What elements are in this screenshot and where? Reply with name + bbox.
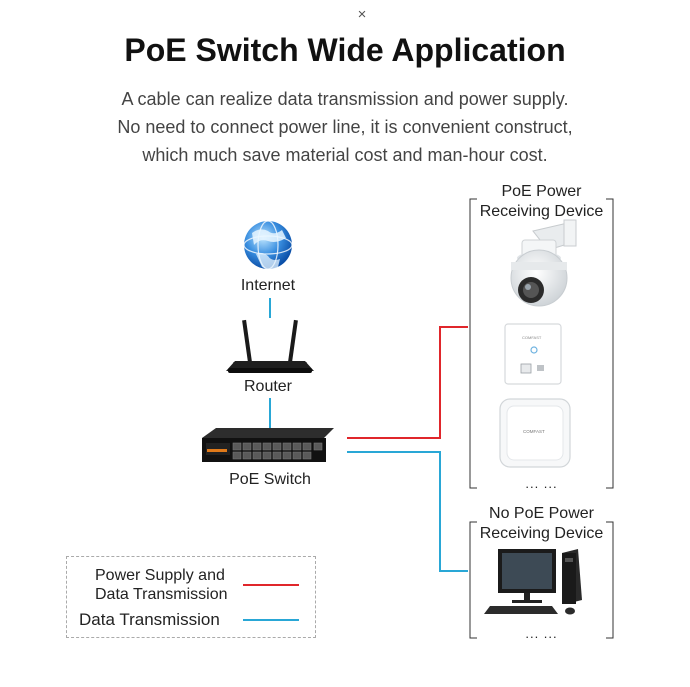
nopoe-group-title-2: Receiving Device (479, 525, 604, 542)
wall-ap-brand: COMFAST (522, 335, 542, 340)
poe-group-title-2: Receiving Device (479, 203, 604, 220)
description-line-1: A cable can realize data transmission an… (121, 89, 569, 109)
ptz-camera-icon (510, 219, 577, 307)
globe-icon (243, 220, 293, 270)
description-line-2: No need to connect power line, it is con… (117, 117, 573, 137)
power-line (347, 326, 468, 439)
router-icon (226, 319, 314, 373)
ceiling-ap-brand: COMFAST (523, 429, 545, 434)
ceiling-ap-icon (499, 398, 571, 468)
legend-power-line2: Data Transmission (95, 586, 228, 603)
nopoe-group-ellipsis: ... ... (525, 626, 558, 641)
desktop-computer-icon (484, 549, 582, 615)
legend-data-swatch (243, 619, 299, 621)
nopoe-group-title-1: No PoE Power (489, 505, 594, 522)
page-title: PoE Switch Wide Application (124, 32, 566, 68)
legend-power-line1: Power Supply and (95, 567, 225, 584)
legend-data-label: Data Transmission (79, 610, 220, 629)
poe-group-bracket (469, 198, 614, 489)
nopoe-group-bracket (469, 521, 614, 639)
switch-icon (202, 428, 334, 462)
data-line (347, 451, 468, 572)
close-icon[interactable]: × (357, 6, 367, 23)
router-label: Router (243, 378, 293, 395)
switch-label: PoE Switch (229, 471, 311, 488)
legend: Power Supply and Data Transmission Data … (66, 556, 316, 638)
internet-label: Internet (240, 277, 296, 294)
legend-power-swatch (243, 584, 299, 586)
wall-ap-icon (504, 323, 562, 385)
description-line-3: which much save material cost and man-ho… (142, 145, 548, 165)
poe-group-title-1: PoE Power (501, 183, 582, 200)
poe-group-ellipsis: ... ... (525, 476, 558, 491)
